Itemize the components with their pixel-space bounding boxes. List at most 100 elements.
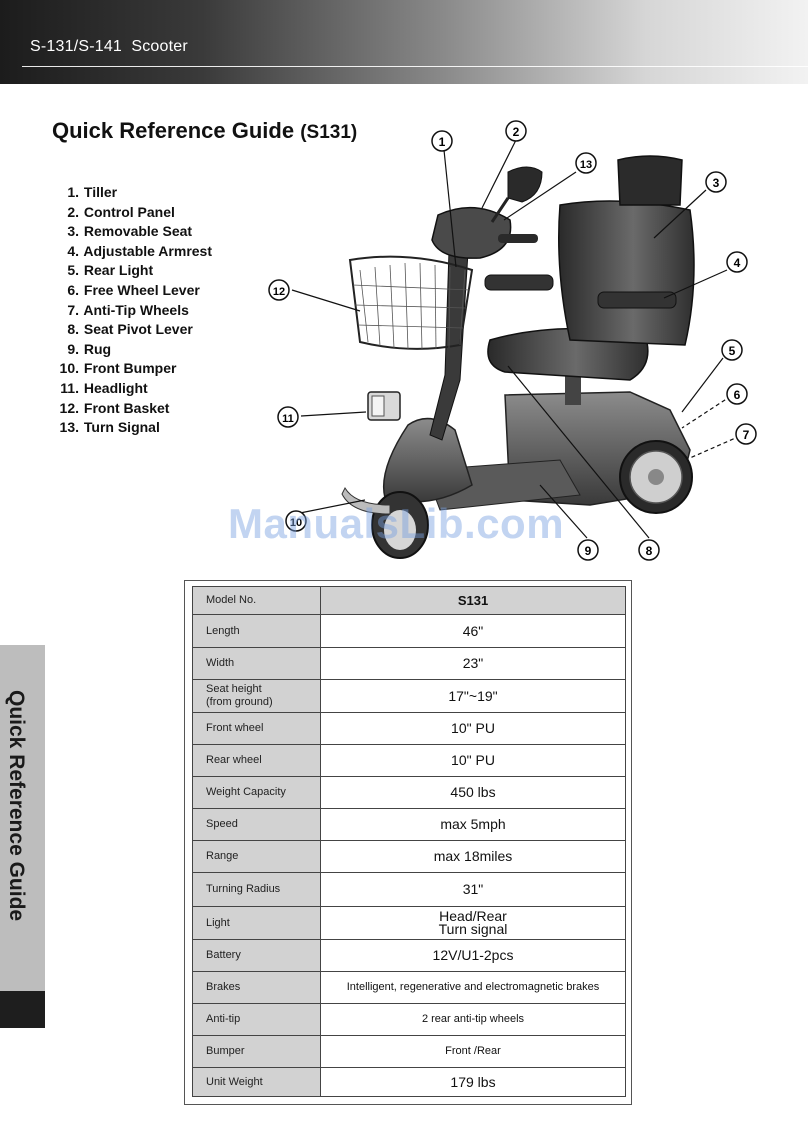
- callout-6: 6: [726, 383, 748, 405]
- header-title: S-131/S-141 Scooter: [30, 38, 188, 55]
- callout-leaders: [291, 139, 741, 539]
- spec-label: Range: [192, 840, 321, 873]
- callout-label: 9: [585, 544, 592, 558]
- part-label: Tiller: [83, 184, 118, 200]
- part-number: 5.: [67, 262, 79, 279]
- part-number: 3.: [67, 223, 79, 240]
- spec-value: S131: [320, 586, 626, 615]
- watermark: ManualsLib.com: [228, 500, 565, 547]
- callout-8: 8: [638, 539, 660, 561]
- table-row: Battery 12V/U1-2pcs: [192, 939, 626, 972]
- header-bar: [0, 0, 808, 84]
- part-item: 2. Control Panel: [56, 203, 212, 223]
- table-row: Rear wheel 10" PU: [192, 744, 626, 777]
- callout-9: 9: [577, 539, 599, 561]
- spec-table: Model No. S131 Length 46" Width 23" Seat…: [192, 586, 626, 1097]
- spec-value: 23": [320, 647, 626, 680]
- spec-label: Bumper: [192, 1035, 321, 1068]
- spec-label: Front wheel: [192, 712, 321, 745]
- part-label: Removable Seat: [83, 223, 193, 240]
- table-row: Bumper Front /Rear: [192, 1035, 626, 1068]
- spec-value: 17"~19": [320, 679, 626, 713]
- spec-label: Anti-tip: [192, 1003, 321, 1036]
- part-number: 7.: [67, 301, 79, 318]
- table-row: Brakes Intelligent, regenerative and ele…: [192, 971, 626, 1004]
- table-row: Width 23": [192, 647, 626, 680]
- spec-value: Front /Rear: [320, 1035, 626, 1068]
- part-item: 10. Front Bumper: [56, 359, 212, 379]
- callout-1: 1: [431, 130, 453, 152]
- callout-label: 11: [282, 413, 294, 425]
- table-row: Anti-tip 2 rear anti-tip wheels: [192, 1003, 626, 1036]
- part-label: Turn Signal: [83, 419, 160, 436]
- callout-label: 6: [734, 388, 741, 402]
- spec-label: Unit Weight: [192, 1067, 321, 1097]
- part-item: 7. Anti-Tip Wheels: [56, 301, 212, 321]
- spec-label: Light: [192, 906, 321, 940]
- part-item: 1. Tiller: [56, 183, 212, 203]
- spec-value: max 5mph: [320, 808, 626, 841]
- callout-2: 2: [505, 120, 527, 142]
- scooter-diagram: 1 2 3 4 5 6 7 8 9 10 11 12: [268, 120, 757, 561]
- table-row: Front wheel 10" PU: [192, 712, 626, 745]
- part-number: 10.: [59, 360, 79, 377]
- part-number: 4.: [67, 242, 79, 259]
- table-row: Length 46": [192, 614, 626, 648]
- table-row: Seat height (from ground) 17"~19": [192, 679, 626, 713]
- part-label: Headlight: [83, 379, 148, 396]
- callout-13: 13: [575, 152, 597, 174]
- callout-11: 11: [277, 406, 299, 428]
- table-row: Speed max 5mph: [192, 808, 626, 841]
- spec-value: 12V/U1-2pcs: [320, 939, 626, 972]
- part-label: Control Panel: [83, 203, 175, 220]
- spec-label: Battery: [192, 939, 321, 972]
- spec-label: Brakes: [192, 971, 321, 1004]
- part-label: Seat Pivot Lever: [83, 321, 193, 338]
- scooter-illustration: [341, 155, 695, 559]
- model-label: (S131): [300, 122, 358, 143]
- callout-label: 4: [734, 256, 741, 270]
- callout-label: 13: [580, 159, 592, 171]
- part-item: 12. Front Basket: [56, 399, 212, 419]
- spec-label: Length: [192, 614, 321, 648]
- table-row: Turning Radius 31": [192, 872, 626, 907]
- spec-label: Width: [192, 647, 321, 680]
- part-label: Rug: [83, 340, 112, 357]
- spec-label: Turning Radius: [192, 872, 321, 907]
- header-divider: [22, 66, 808, 67]
- part-label: Anti-Tip Wheels: [83, 301, 189, 318]
- spec-table-frame: [184, 580, 632, 1105]
- spec-value: 10" PU: [320, 744, 626, 777]
- spec-label: Model No.: [192, 586, 321, 615]
- part-item: 13. Turn Signal: [56, 418, 212, 438]
- callout-10: 10: [285, 510, 307, 532]
- part-item: 3. Removable Seat: [56, 222, 212, 242]
- callout-label: 10: [290, 517, 302, 529]
- part-number: 6.: [67, 281, 79, 298]
- spec-label: Rear wheel: [192, 744, 321, 777]
- part-number: 9.: [67, 340, 79, 357]
- spec-value: 31": [320, 872, 626, 907]
- part-label: Front Bumper: [83, 360, 177, 377]
- part-number: 11.: [60, 379, 79, 396]
- page-title: Quick Reference Guide (S131): [52, 118, 357, 144]
- part-number: 13.: [59, 419, 79, 436]
- callout-label: 7: [743, 428, 750, 442]
- callout-label: 12: [273, 286, 285, 298]
- callout-3: 3: [705, 171, 727, 193]
- spec-value: 10" PU: [320, 712, 626, 745]
- part-item: 11. Headlight: [56, 379, 212, 399]
- parts-list: 1. Tiller 2. Control Panel 3. Removable …: [56, 183, 212, 438]
- spec-label: Seat height (from ground): [192, 679, 321, 713]
- side-tab: [0, 645, 45, 991]
- callout-label: 2: [513, 125, 520, 139]
- table-row: Light Head/Rear Turn signal: [192, 906, 626, 940]
- spec-value: 179 lbs: [320, 1067, 626, 1097]
- spec-value: Head/Rear Turn signal: [320, 906, 626, 940]
- page-title-text: Quick Reference Guide: [52, 118, 295, 143]
- callout-label: 3: [713, 176, 720, 190]
- callout-12: 12: [268, 279, 290, 301]
- callout-label: 8: [646, 544, 653, 558]
- part-label: Rear Light: [83, 262, 154, 279]
- side-tab-label: Quick Reference Guide: [5, 690, 28, 922]
